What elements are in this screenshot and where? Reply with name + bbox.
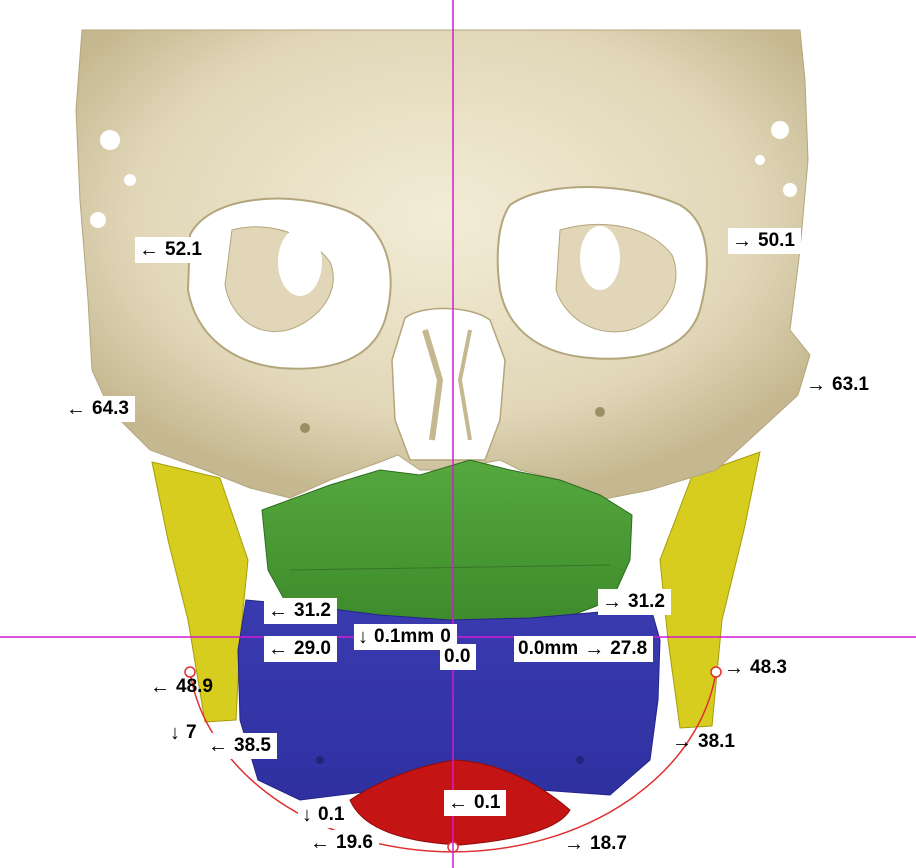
right-ramus[interactable] xyxy=(659,451,761,729)
gonion-right-point[interactable] xyxy=(710,666,722,678)
gonion-left-point[interactable] xyxy=(184,666,196,678)
left-ramus[interactable] xyxy=(151,461,249,723)
nasal-aperture xyxy=(391,307,506,461)
